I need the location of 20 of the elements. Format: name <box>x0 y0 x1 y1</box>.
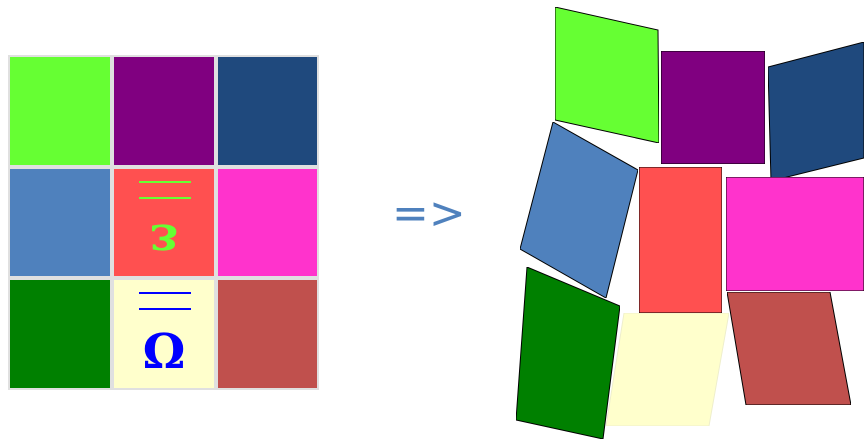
color-tile <box>8 278 112 390</box>
symbol-tile <box>112 278 216 390</box>
skewed-tile <box>516 267 620 439</box>
skewed-tile <box>727 292 851 405</box>
skewed-tile <box>661 51 765 164</box>
color-tile <box>216 167 319 278</box>
skewed-tile <box>639 167 722 313</box>
color-tile <box>8 167 112 278</box>
symbol-tile <box>112 167 216 278</box>
greek-letter: Ω <box>142 328 186 376</box>
transform-arrow: => <box>392 192 466 236</box>
color-tile <box>216 278 319 390</box>
skewed-tile <box>555 7 659 143</box>
skewed-tile <box>520 122 638 298</box>
color-tile <box>112 55 216 167</box>
skewed-tile <box>606 313 729 426</box>
skewed-tile <box>726 177 864 291</box>
color-tile <box>8 55 112 167</box>
color-tile <box>216 55 319 167</box>
greek-letter: ε <box>148 217 180 265</box>
